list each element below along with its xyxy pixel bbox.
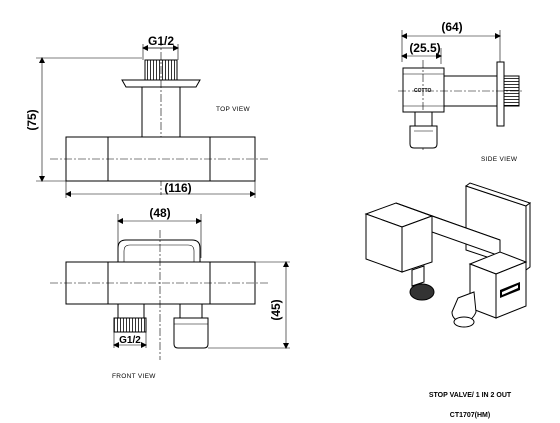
side-outlet-nut [409,125,438,149]
product-model: CT1707(HM) [450,412,490,419]
front-cap [117,239,201,263]
side-overall-dim: (64) [441,20,462,34]
top-width-dim: (116) [164,181,191,195]
product-description: STOP VALVE/ 1 IN 2 OUT [429,392,512,399]
top-view-label: TOP VIEW [216,106,251,113]
side-outlet-stem [414,111,433,127]
front-thread-label: G1/2 [119,335,141,346]
front-thread [113,317,147,333]
side-inner-dim: (25.5) [409,41,440,55]
side-view: (64) (25.5) COTTO SIDE VIEW [398,20,522,163]
side-wall-plate [496,61,505,127]
iso-view [364,182,532,328]
front-width-dim: (48) [149,206,170,220]
front-view: (48) G1/2 (45) FRONT VIEW [50,206,290,380]
side-view-label: SIDE VIEW [481,156,518,163]
top-view: G1/2 (75) (116) TOP VIEW [25,34,268,198]
front-view-label: FRONT VIEW [112,373,156,380]
front-nut [173,317,209,349]
top-height-dim: (75) [25,109,39,130]
front-height-dim: (45) [269,299,283,320]
